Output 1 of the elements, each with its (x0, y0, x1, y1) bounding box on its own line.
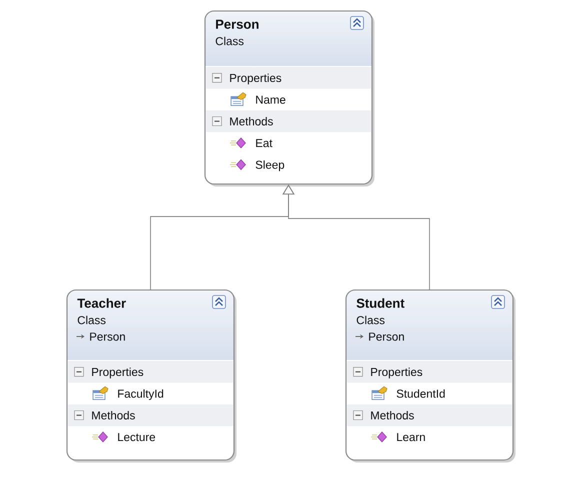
inheritance-arrow (282, 184, 430, 290)
